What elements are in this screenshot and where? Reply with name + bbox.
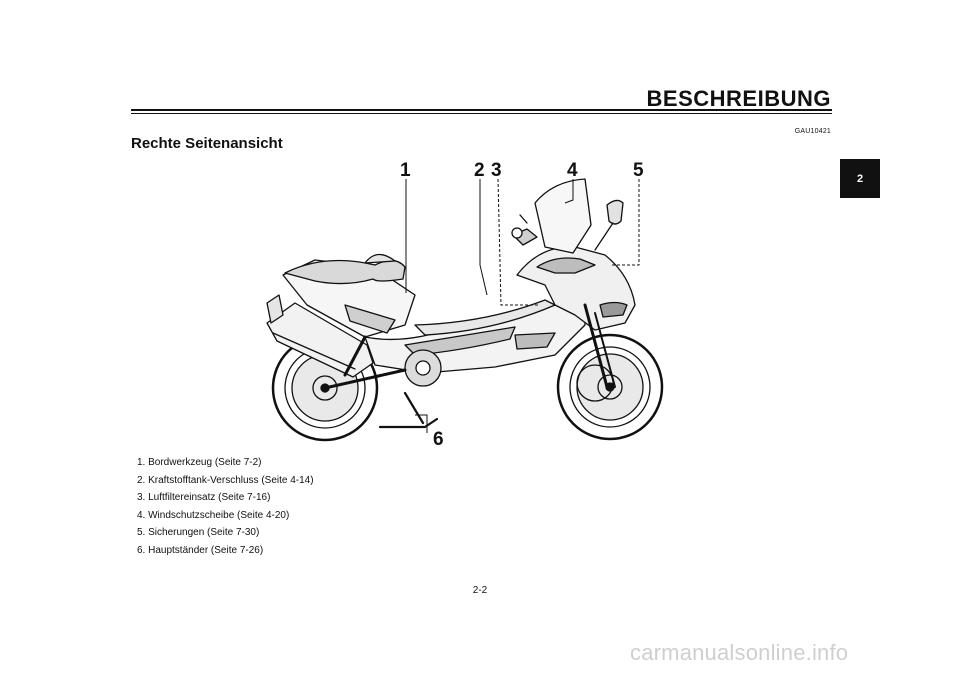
legend-item-2: 2. Kraftstofftank-Verschluss (Seite 4-14… — [137, 474, 314, 486]
legend-item-6: 6. Hauptständer (Seite 7-26) — [137, 544, 264, 556]
callout-2: 2 — [474, 160, 485, 181]
front-fork — [583, 303, 609, 389]
callout-6: 6 — [433, 429, 444, 450]
seat — [284, 259, 406, 285]
section-title: Rechte Seitenansicht — [131, 135, 283, 152]
leader-6 — [415, 414, 428, 433]
leader-5 — [610, 179, 640, 266]
legend-item-3: 3. Luftfiltereinsatz (Seite 7-16) — [137, 492, 271, 503]
exhaust-muffler — [266, 302, 374, 378]
callout-1: 1 — [400, 160, 411, 181]
callout-5: 5 — [633, 160, 644, 181]
legend-item-5: 5. Sicherungen (Seite 7-30) — [137, 527, 260, 538]
watermark: carmanualsonline.info — [630, 640, 849, 665]
header-rule-thick — [131, 109, 832, 111]
legend-list: 1. Bordwerkzeug (Seite 7-2) 2. Kraftstof… — [137, 454, 314, 559]
page-header-title: BESCHREIBUNG — [646, 86, 831, 111]
legend-item-1: 1. Bordwerkzeug (Seite 7-2) — [137, 457, 262, 468]
page-number: 2-2 — [472, 585, 488, 596]
header-rule-thin — [131, 113, 832, 114]
legend-item-4: 4. Windschutzscheibe (Seite 4-20) — [137, 509, 290, 521]
callout-3: 3 — [491, 160, 502, 181]
windscreen — [534, 178, 592, 254]
leader-4 — [564, 179, 574, 204]
callout-4: 4 — [567, 160, 578, 181]
front-wheel — [556, 333, 664, 441]
mirror — [606, 199, 624, 225]
callout-leaders — [405, 178, 640, 433]
center-stand — [378, 391, 439, 429]
passenger-rest — [364, 253, 396, 264]
section-code: GAU10421 — [794, 128, 831, 135]
leader-3 — [497, 178, 540, 306]
leader-2 — [479, 179, 488, 296]
chapter-tab[interactable]: 2 — [840, 159, 880, 198]
scooter-right-side-illustration: 1 2 3 4 5 6 — [266, 160, 664, 450]
swing-arm — [323, 368, 407, 390]
